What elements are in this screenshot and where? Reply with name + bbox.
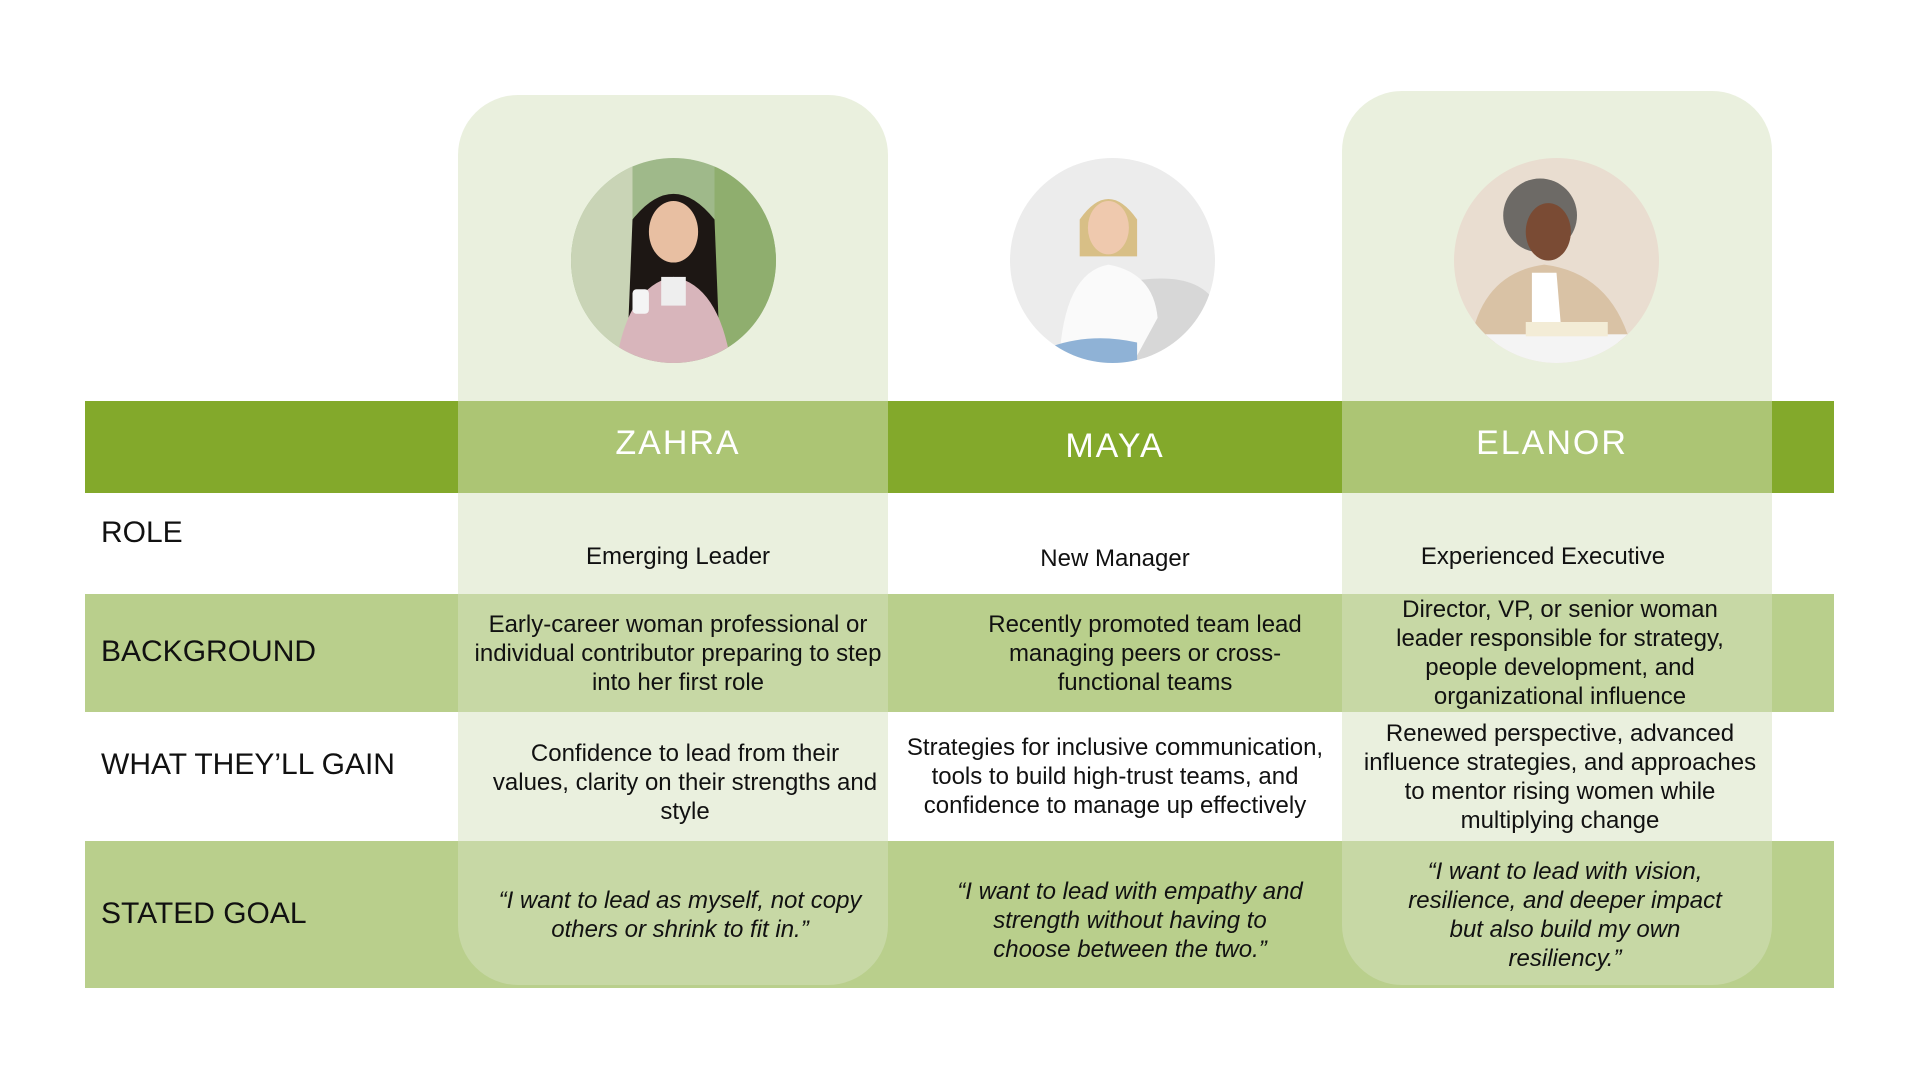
row-label-goal: STATED GOAL xyxy=(101,897,307,930)
row-label-gain: WHAT THEY’LL GAIN xyxy=(101,748,395,781)
portrait-image-icon xyxy=(1010,158,1215,363)
cell-role-elanor: Experienced Executive xyxy=(1420,542,1666,570)
persona-name-zahra: ZAHRA xyxy=(615,424,741,462)
avatar-elanor xyxy=(1454,158,1659,363)
persona-name-maya: MAYA xyxy=(1065,427,1165,465)
cell-background-zahra: Early-career woman professional or indiv… xyxy=(474,610,882,696)
cell-gain-maya: Strategies for inclusive communication, … xyxy=(906,734,1324,819)
cell-goal-elanor: “I want to lead with vision, resilience,… xyxy=(1408,858,1722,972)
portrait-image-icon xyxy=(1454,158,1659,363)
persona-name-elanor: ELANOR xyxy=(1476,424,1628,462)
cell-goal-maya: “I want to lead with empathy and strengt… xyxy=(957,877,1303,963)
cell-role-maya: New Manager xyxy=(1040,544,1190,572)
cell-goal-zahra: “I want to lead as myself, not copy othe… xyxy=(498,887,862,943)
portrait-image-icon xyxy=(571,158,776,363)
cell-role-zahra: Emerging Leader xyxy=(585,542,771,570)
cell-gain-zahra: Confidence to lead from their values, cl… xyxy=(492,740,878,825)
cell-background-elanor: Director, VP, or senior woman leader res… xyxy=(1396,596,1724,710)
row-label-role: ROLE xyxy=(101,516,183,549)
cell-gain-elanor: Renewed perspective, advanced influence … xyxy=(1363,719,1757,834)
cell-background-maya: Recently promoted team lead managing pee… xyxy=(988,610,1302,696)
row-label-background: BACKGROUND xyxy=(101,635,317,668)
avatar-maya xyxy=(1010,158,1215,363)
avatar-zahra xyxy=(571,158,776,363)
